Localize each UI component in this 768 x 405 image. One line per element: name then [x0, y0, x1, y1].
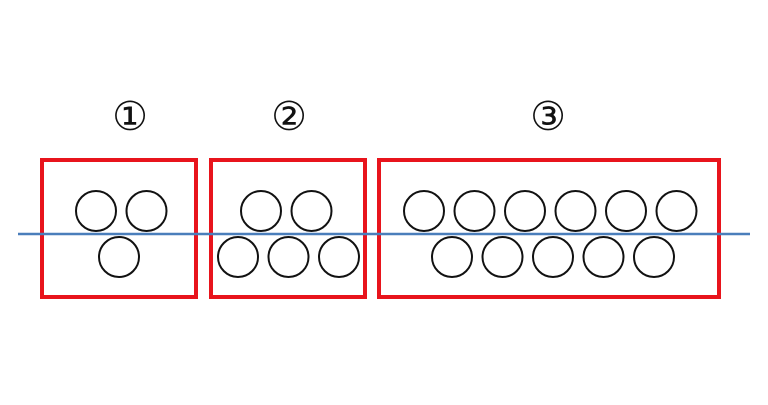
group-3-top-circle-2: [453, 190, 496, 232]
group-3-label: ③: [530, 94, 566, 140]
group-1-circles: [75, 190, 168, 278]
group-2-bottom-circle-3: [318, 236, 360, 278]
group-3-top-circle-6: [655, 190, 698, 232]
group-3-top-circle-4: [554, 190, 597, 232]
group-3-top-circle-1: [403, 190, 445, 232]
group-1-top-circle-1: [75, 190, 117, 232]
group-2-bottom-circle-1: [217, 236, 259, 278]
group-2-top-circle-2: [290, 190, 333, 232]
group-3-bottom-circle-2: [481, 236, 524, 278]
group-3-box: [377, 158, 721, 299]
group-3-bottom-circle-5: [633, 236, 675, 278]
group-2-bottom-circle-2: [267, 236, 310, 278]
group-3-bottom-circle-1: [431, 236, 473, 278]
group-3-circles: [403, 190, 698, 278]
group-3-bottom-circle-3: [532, 236, 574, 278]
group-1-bottom-circle-1: [98, 236, 140, 278]
group-3-top-circle-5: [605, 190, 647, 232]
group-1-label: ①: [112, 94, 148, 140]
group-2-box: [209, 158, 367, 299]
group-2-circles: [217, 190, 360, 278]
group-3-bottom-circle-4: [582, 236, 625, 278]
group-3-top-circle-3: [504, 190, 546, 232]
group-1-box: [40, 158, 198, 299]
group-1-top-circle-2: [125, 190, 168, 232]
group-2-top-circle-1: [240, 190, 282, 232]
group-2-label: ②: [271, 94, 307, 140]
